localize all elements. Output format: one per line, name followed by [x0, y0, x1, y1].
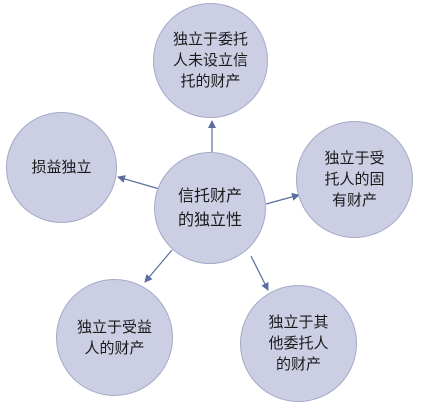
node-top-line-3: 托的财产 [180, 72, 241, 90]
arrow-to-right [265, 192, 300, 205]
node-left-line-1: 损益独立 [31, 158, 92, 176]
node-bottom-right-line-1: 独立于其 [268, 313, 329, 331]
node-left: 损益独立 [6, 112, 117, 223]
node-bottom-left: 独立于受益 人的财产 [56, 279, 173, 396]
arrow-to-left [117, 175, 164, 191]
node-top-line-2: 人未设立信 [172, 51, 248, 69]
center-node-line-1: 信托财产 [177, 186, 242, 205]
center-node: 信托财产 的独立性 [154, 152, 266, 264]
arrow-to-bottom-left [144, 249, 173, 283]
arrow-to-bottom-right [250, 255, 269, 291]
node-right-line-2: 托人的固 [324, 170, 385, 188]
node-right: 独立于受 托人的固 有财产 [296, 121, 413, 238]
node-bottom-left-line-2: 人的财产 [84, 338, 145, 357]
node-bottom-right-line-3: 的财产 [275, 355, 321, 373]
node-top-line-1: 独立于委托 [172, 30, 248, 48]
node-bottom-left-line-1: 独立于受益 [76, 317, 152, 336]
node-bottom-right: 独立于其 他委托人 的财产 [240, 285, 357, 402]
node-bottom-right-line-2: 他委托人 [268, 334, 329, 352]
node-right-line-3: 有财产 [331, 191, 377, 209]
center-node-line-2: 的独立性 [177, 210, 242, 229]
node-top: 独立于委托 人未设立信 托的财产 [153, 3, 268, 118]
node-right-line-1: 独立于受 [324, 149, 385, 167]
